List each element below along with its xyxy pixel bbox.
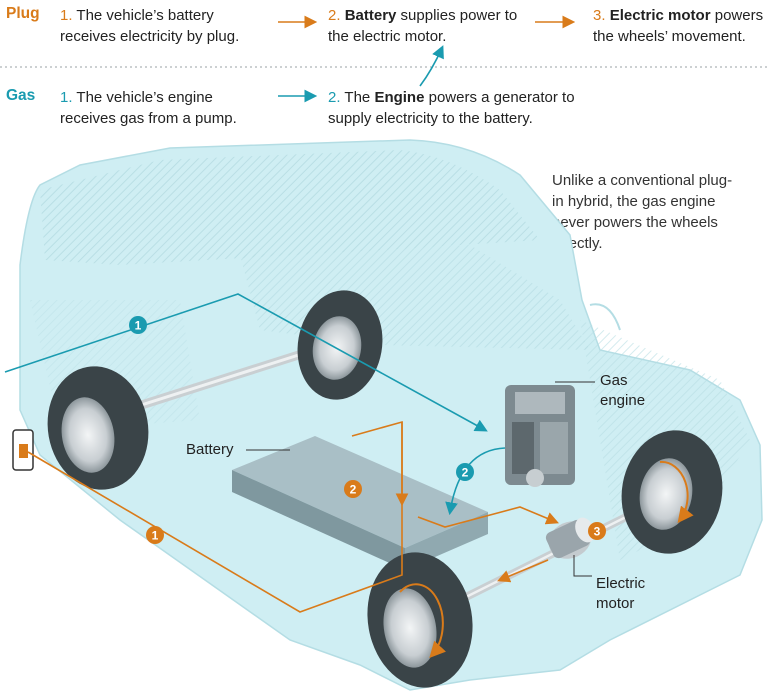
gas-step-2: 2. The Engine powers a generator to supp…	[328, 89, 575, 127]
charging-port	[12, 429, 34, 471]
gas-marker-1: 1	[129, 316, 147, 334]
front-right-wheel	[621, 430, 723, 554]
plug-flow-motor-line	[417, 506, 559, 528]
battery-label: Battery	[186, 441, 234, 458]
plug-step-3: 3. Electric motor powers the wheels’ mov…	[593, 7, 764, 45]
gas-step-1: 1. The vehicle’s engine receives gas fro…	[60, 89, 237, 127]
plug-marker-1: 1	[146, 526, 164, 544]
motor-leader	[573, 555, 592, 577]
gas-arrow-2	[419, 45, 444, 87]
gas-engine-label: Gas engine	[600, 372, 646, 409]
gas-flow-pump-line	[4, 293, 488, 432]
plug-label: Plug	[6, 5, 40, 22]
plug-marker-3: 3	[588, 522, 606, 540]
svg-text:3: 3	[594, 525, 601, 539]
plug-marker-2: 2	[344, 480, 362, 498]
front-left-wheel	[367, 552, 473, 688]
svg-text:1: 1	[152, 529, 159, 543]
rear-axle	[108, 340, 332, 420]
svg-text:2: 2	[462, 466, 469, 480]
gas-engine	[505, 385, 575, 487]
gas-marker-2: 2	[456, 463, 474, 481]
plug-flow-charge-line	[27, 420, 403, 613]
svg-text:1: 1	[135, 319, 142, 333]
plug-flow-wheel-line	[497, 559, 549, 583]
plug-step-2: 2. Battery supplies power to the electri…	[328, 7, 518, 45]
electric-motor-label: Electric motor	[596, 575, 646, 612]
gas-label: Gas	[6, 87, 36, 104]
rear-left-wheel	[47, 366, 149, 490]
plug-step-1: 1. The vehicle’s battery receives electr…	[60, 7, 240, 45]
electric-motor-unit	[545, 517, 595, 559]
svg-text:2: 2	[350, 483, 357, 497]
